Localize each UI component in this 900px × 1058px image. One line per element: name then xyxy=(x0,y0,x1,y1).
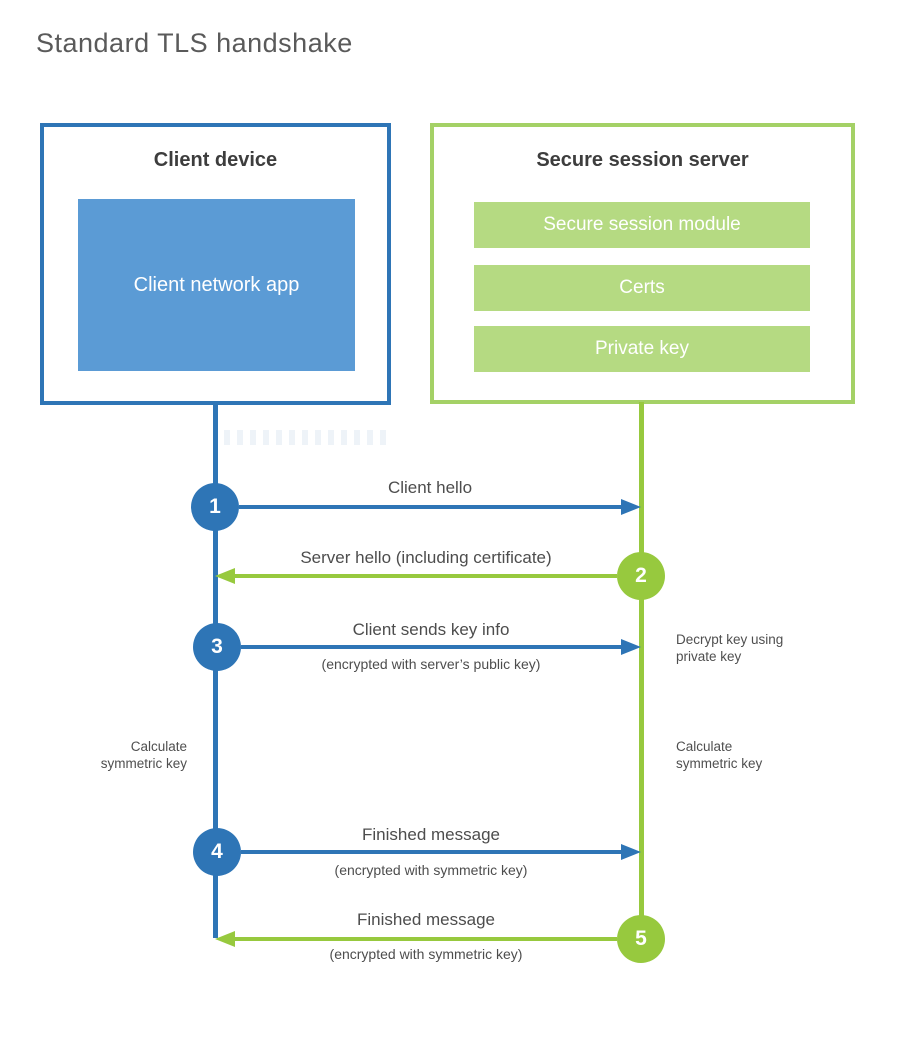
server-module-bar: Secure session module xyxy=(474,202,810,248)
step-5-number: 5 xyxy=(635,927,647,950)
step-4-arrow-line xyxy=(241,850,621,854)
step-3-label: Client sends key info xyxy=(352,620,510,639)
step-3-badge: 3 xyxy=(193,623,241,671)
client-device-box: Client device Client network app xyxy=(40,123,391,405)
secure-session-server-title: Secure session server xyxy=(536,149,749,171)
arrow-right-icon xyxy=(621,639,641,655)
server-module-label: Secure session module xyxy=(543,214,741,235)
secure-session-server-box: Secure session server Secure session mod… xyxy=(430,123,855,404)
step-3-sublabel: (encrypted with server’s public key) xyxy=(321,656,541,672)
calculate-symmetric-key-note-client: Calculate symmetric key xyxy=(100,739,187,772)
client-network-app-rect: Client network app xyxy=(78,199,355,371)
step-4-number: 4 xyxy=(211,840,223,863)
faint-dashed-artifact xyxy=(224,430,390,445)
step-1-label: Client hello xyxy=(387,478,473,497)
step-2-arrow-line xyxy=(235,574,617,578)
step-4-label: Finished message xyxy=(362,825,500,844)
calculate-symmetric-key-note-server: Calculate symmetric key xyxy=(676,739,763,772)
step-3-arrow-line xyxy=(241,645,621,649)
step-1-number: 1 xyxy=(209,495,221,518)
decrypt-key-note: Decrypt key using private key xyxy=(676,632,784,665)
step-5-label: Finished message xyxy=(357,910,495,929)
step-2-label: Server hello (including certificate) xyxy=(300,548,552,567)
server-private-key-bar: Private key xyxy=(474,326,810,372)
server-private-key-label: Private key xyxy=(595,338,689,359)
step-2-badge: 2 xyxy=(617,552,665,600)
client-network-app-label: Client network app xyxy=(133,274,300,296)
server-certs-bar: Certs xyxy=(474,265,810,311)
step-4-sublabel: (encrypted with symmetric key) xyxy=(334,862,528,878)
arrow-right-icon xyxy=(621,499,641,515)
step-5-badge: 5 xyxy=(617,915,665,963)
arrow-left-icon xyxy=(215,931,235,947)
step-1-badge: 1 xyxy=(191,483,239,531)
step-5-arrow-line xyxy=(235,937,617,941)
step-2-number: 2 xyxy=(635,564,647,587)
arrow-left-icon xyxy=(215,568,235,584)
step-4-badge: 4 xyxy=(193,828,241,876)
client-device-title: Client device xyxy=(153,149,278,171)
arrow-right-icon xyxy=(621,844,641,860)
step-3-number: 3 xyxy=(211,635,223,658)
server-certs-label: Certs xyxy=(619,277,665,298)
server-lifeline xyxy=(639,402,644,939)
step-5-sublabel: (encrypted with symmetric key) xyxy=(329,946,523,962)
diagram-title: Standard TLS handshake xyxy=(36,28,353,58)
step-1-arrow-line xyxy=(239,505,621,509)
